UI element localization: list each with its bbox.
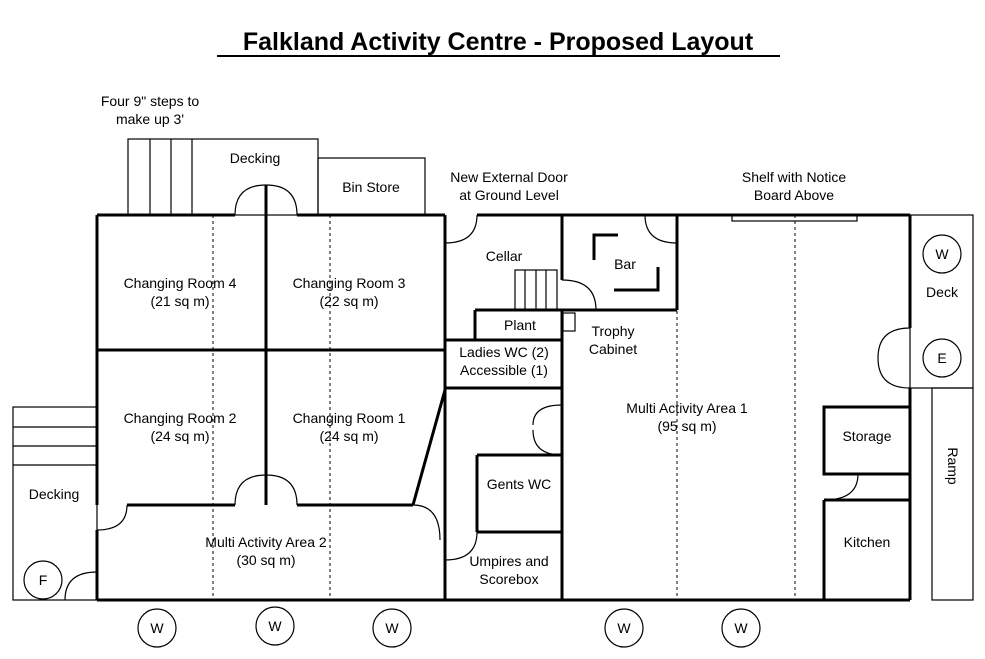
deck-right-label: Deck xyxy=(926,284,959,300)
changing-room-4-area: (21 sq m) xyxy=(150,293,209,309)
cellar-label: Cellar xyxy=(486,248,523,264)
shelf-note-line1: Shelf with Notice xyxy=(742,169,846,185)
marker-w-3: W xyxy=(372,608,412,648)
changing-room-3-name: Changing Room 3 xyxy=(293,275,406,291)
gents-wc-label: Gents WC xyxy=(487,476,552,492)
service-block xyxy=(444,214,679,600)
bin-store-label: Bin Store xyxy=(342,179,400,195)
kitchen-label: Kitchen xyxy=(844,534,891,550)
changing-room-1-area: (24 sq m) xyxy=(319,428,378,444)
umpires-line1: Umpires and xyxy=(469,553,548,569)
svg-text:W: W xyxy=(935,246,949,262)
bar-label: Bar xyxy=(614,256,636,272)
umpires-line2: Scorebox xyxy=(479,571,538,587)
svg-text:E: E xyxy=(937,350,946,366)
shelf-note-line2: Board Above xyxy=(754,187,834,203)
marker-w-2: W xyxy=(255,606,295,646)
ladies-wc-line1: Ladies WC (2) xyxy=(459,344,548,360)
new-door-note-line2: at Ground Level xyxy=(459,187,559,203)
svg-text:W: W xyxy=(617,620,631,636)
trophy-note-line1: Trophy xyxy=(591,323,634,339)
steps-note-line2: make up 3' xyxy=(116,111,184,127)
top-decking xyxy=(127,138,319,216)
marker-e: E xyxy=(922,338,962,378)
steps-note-line1: Four 9" steps to xyxy=(101,93,200,109)
marker-w-4: W xyxy=(604,608,644,648)
maa2-area: (30 sq m) xyxy=(236,552,295,568)
storage-label: Storage xyxy=(842,428,891,444)
svg-text:W: W xyxy=(385,620,399,636)
plant-label: Plant xyxy=(504,317,536,333)
svg-text:W: W xyxy=(268,618,282,634)
changing-room-2-name: Changing Room 2 xyxy=(124,410,237,426)
marker-f: F xyxy=(23,560,63,600)
decking-left-label: Decking xyxy=(29,486,80,502)
changing-room-4-name: Changing Room 4 xyxy=(124,275,237,291)
marker-w-5: W xyxy=(721,608,761,648)
maa2-name: Multi Activity Area 2 xyxy=(205,534,327,550)
changing-room-1-name: Changing Room 1 xyxy=(293,410,406,426)
marker-w-deck: W xyxy=(922,234,962,274)
maa1-internal xyxy=(676,214,912,600)
ladies-wc-line2: Accessible (1) xyxy=(460,362,548,378)
ramp-label: Ramp xyxy=(945,447,961,485)
new-door-note-line1: New External Door xyxy=(450,169,568,185)
maa1-area: (95 sq m) xyxy=(657,418,716,434)
ramp xyxy=(931,387,974,601)
changing-room-2-area: (24 sq m) xyxy=(150,428,209,444)
maa1-name: Multi Activity Area 1 xyxy=(626,400,748,416)
plan-title: Falkland Activity Centre - Proposed Layo… xyxy=(243,28,754,56)
decking-top-label: Decking xyxy=(230,150,281,166)
changing-room-walls xyxy=(96,215,447,600)
trophy-note-line2: Cabinet xyxy=(589,341,637,357)
marker-w-1: W xyxy=(137,608,177,648)
left-decking xyxy=(12,406,98,601)
svg-text:W: W xyxy=(150,620,164,636)
svg-text:W: W xyxy=(734,620,748,636)
changing-room-3-area: (22 sq m) xyxy=(319,293,378,309)
svg-text:F: F xyxy=(39,572,48,588)
